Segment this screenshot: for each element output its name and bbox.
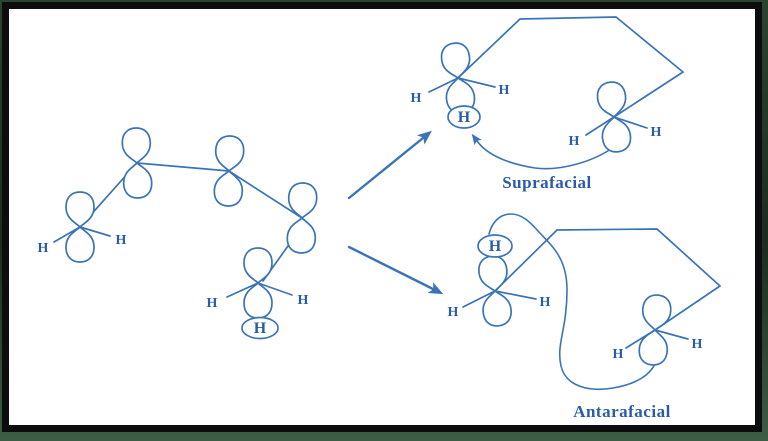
h-label: H xyxy=(207,296,218,311)
h-label: H xyxy=(298,293,309,308)
c-h-bond-line xyxy=(257,282,293,296)
migrating-h-circle xyxy=(477,234,513,258)
c-h-bond-line xyxy=(494,290,537,300)
h-label: H xyxy=(569,134,580,149)
suprafacial-product: H H H H H Suprafacial xyxy=(411,16,685,192)
circled-h-label: H xyxy=(489,238,502,255)
c-h-bond-line xyxy=(654,329,689,340)
c-h-bond-line xyxy=(625,329,656,349)
h-label: H xyxy=(692,337,703,352)
c-h-bond-line xyxy=(585,116,615,136)
c-h-bond-line xyxy=(79,226,111,237)
reaction-arrow-to-antarafacial xyxy=(347,245,444,295)
diagram-frame xyxy=(2,2,762,432)
h-label: H xyxy=(499,83,510,98)
antarafacial-label: Antarafacial xyxy=(573,402,671,421)
antarafacial-product: H H H H H Antarafacial xyxy=(448,213,722,421)
h-label: H xyxy=(448,305,459,320)
c-h-bond-line xyxy=(428,77,459,93)
suprafacial-label: Suprafacial xyxy=(502,173,592,192)
h-label: H xyxy=(38,241,49,256)
c-h-bond-line xyxy=(462,290,496,308)
c-h-bond-line xyxy=(226,282,259,298)
migrating-h-circle xyxy=(241,316,279,340)
ring-outline xyxy=(494,228,722,331)
h-label: H xyxy=(540,295,551,310)
ring-outline xyxy=(457,16,685,118)
h-label: H xyxy=(651,125,662,140)
h-label: H xyxy=(116,233,127,248)
reactant-structure: H H H H H xyxy=(38,126,319,340)
h-label: H xyxy=(613,347,624,362)
antarafacial-migration-path xyxy=(488,213,657,391)
p-orbital xyxy=(285,181,319,255)
sigma-bond-line xyxy=(136,162,230,172)
migrating-h-circle xyxy=(447,105,481,129)
p-orbital xyxy=(212,134,246,208)
reaction-arrow-to-suprafacial xyxy=(347,130,432,200)
h-label: H xyxy=(411,91,422,106)
c-h-bond-line xyxy=(457,77,496,88)
circled-h-label: H xyxy=(254,320,267,337)
c-h-bond-line xyxy=(613,116,648,129)
p-orbital xyxy=(120,126,154,200)
suprafacial-migration-arrow xyxy=(471,133,612,170)
circled-h-label: H xyxy=(458,109,471,126)
c-h-bond-line xyxy=(53,226,81,243)
sigma-bond-line xyxy=(228,170,303,219)
